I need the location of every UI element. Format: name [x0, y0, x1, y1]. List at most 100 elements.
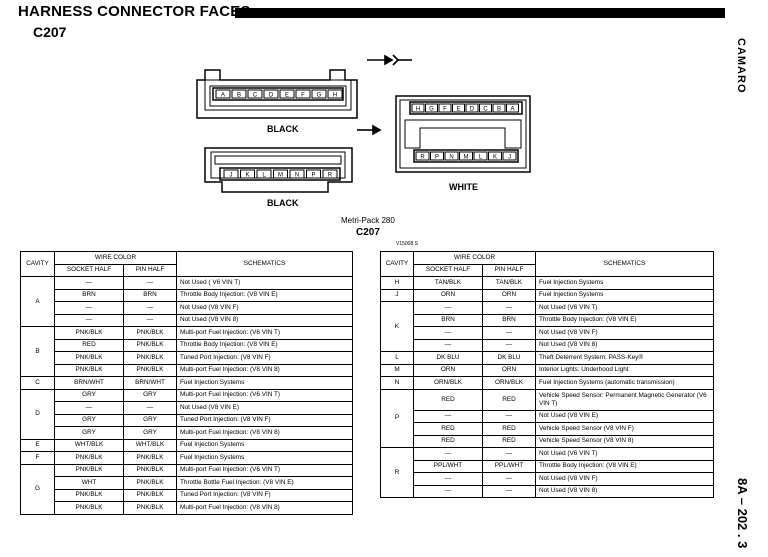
socket-half-cell: PNK/BLK [54, 451, 124, 465]
schematics-header: SCHEMATICS [535, 251, 714, 277]
fork-arrow-icon [392, 54, 412, 66]
cavity-header: CAVITY [20, 251, 55, 277]
white-label: WHITE [449, 182, 478, 192]
connector-id: C207 [33, 24, 67, 40]
pin-box [273, 169, 288, 179]
pin-label: B [237, 93, 241, 99]
socket-half-cell: — [413, 409, 483, 423]
socket-half-cell: — [54, 301, 124, 315]
pin-half-cell: — [482, 484, 536, 498]
pin-half-cell: RED [482, 388, 536, 411]
pin-box [223, 169, 239, 179]
pin-label: H [333, 93, 337, 99]
pin-label: K [245, 173, 249, 179]
pin-box [415, 151, 430, 161]
table-row: ——Not Used (V8 VIN F) [381, 472, 714, 486]
schematics-cell: Interior Lights: Underhood Light [535, 363, 714, 377]
schematics-cell: Not Used (V8 VIN E) [176, 401, 353, 415]
schematics-cell: Not Used (V8 VIN 8) [535, 484, 714, 498]
pin-half-cell: PNK/BLK [123, 501, 177, 515]
schematics-cell: Fuel Injection Systems [176, 451, 353, 465]
table-row: ——Not Used (V8 VIN 8) [21, 313, 353, 327]
pin-half-cell: ORN [482, 363, 536, 377]
socket-half-header: SOCKET HALF [413, 263, 483, 277]
table-row: ——Not Used (V8 VIN 8) [381, 338, 714, 352]
pin-half-cell: RED [482, 434, 536, 448]
cavity-cell: M [380, 363, 414, 377]
diagram-caption: Metri-Pack 280 [341, 216, 395, 225]
pin-half-cell: PNK/BLK [123, 326, 177, 340]
schematics-cell: Vehicle Speed Sensor (V8 VIN F) [535, 422, 714, 436]
pin-label: N [449, 155, 453, 161]
socket-half-cell: PNK/BLK [54, 351, 124, 365]
pin-half-cell: GRY [123, 426, 177, 440]
pin-half-cell: — [123, 313, 177, 327]
schematics-cell: Multi-port Fuel Injection: (V8 VIN 8) [176, 363, 353, 377]
cavity-cell: R [380, 447, 414, 498]
schematics-cell: Throttle Body Injection: (V8 VIN E) [176, 338, 353, 352]
pin-box [240, 169, 255, 179]
schematics-cell: Theft Deterrent System: PASS-Key® [535, 351, 714, 365]
pin-label: C [253, 93, 258, 99]
figure-id: V15008.S [396, 241, 418, 247]
cavity-cell: B [20, 326, 55, 377]
pin-label: R [328, 173, 333, 179]
pin-half-cell: PNK/BLK [123, 338, 177, 352]
socket-half-cell: — [413, 484, 483, 498]
cavity-cell: P [380, 388, 414, 448]
pin-half-cell: PNK/BLK [123, 476, 177, 490]
pin-label: J [230, 173, 233, 179]
socket-half-cell: PPL/WHT [413, 459, 483, 473]
schematics-cell: Fuel Injection Systems [535, 276, 714, 290]
schematics-cell: Fuel Injection Systems (automatic transm… [535, 376, 714, 390]
table-row: ——Not Used (V8 VIN E) [381, 409, 714, 423]
pin-half-cell: PNK/BLK [123, 351, 177, 365]
socket-half-cell: RED [413, 388, 483, 411]
pin-half-cell: GRY [123, 388, 177, 402]
pin-box [247, 89, 263, 99]
cavity-cell: J [380, 288, 414, 302]
pin-label: A [510, 107, 514, 113]
pin-box [231, 89, 247, 99]
pin-half-cell: — [482, 301, 536, 315]
pin-half-cell: — [482, 326, 536, 340]
socket-half-cell: — [413, 338, 483, 352]
pin-label: P [311, 173, 315, 179]
cavity-cell: A [20, 276, 55, 327]
pin-half-header: PIN HALF [482, 263, 536, 277]
side-label: CAMARO [735, 38, 747, 94]
cavity-cell: C [20, 376, 55, 390]
pin-label: G [317, 93, 322, 99]
schematics-cell: Fuel Injection Systems [535, 288, 714, 302]
black-connector-top [196, 69, 358, 119]
pin-box [479, 103, 492, 113]
pin-half-cell: — [482, 409, 536, 423]
schematics-cell: Not Used (V8 VIN 8) [535, 338, 714, 352]
pin-label: F [301, 93, 305, 99]
pin-box [425, 103, 438, 113]
schematics-cell: Tuned Port Injection: (V8 VIN F) [176, 413, 353, 427]
schematics-cell: Not Used (V8 VIN F) [535, 472, 714, 486]
socket-half-cell: BRN [54, 288, 124, 302]
pin-box [506, 103, 519, 113]
schematics-cell: Fuel Injection Systems [176, 376, 353, 390]
cavity-cell: E [20, 438, 55, 452]
arrow-icon [367, 54, 394, 66]
socket-half-cell: ORN/BLK [413, 376, 483, 390]
schematics-cell: Throttle Body Injection: (V8 VIN E) [535, 313, 714, 327]
page-title: HARNESS CONNECTOR FACES [18, 3, 251, 20]
pin-label: G [429, 107, 434, 113]
pin-box [438, 103, 452, 113]
page-number: 8A – 202 . 3 [735, 478, 750, 549]
schematics-cell: Multi-port Fuel Injection: (V6 VIN T) [176, 326, 353, 340]
